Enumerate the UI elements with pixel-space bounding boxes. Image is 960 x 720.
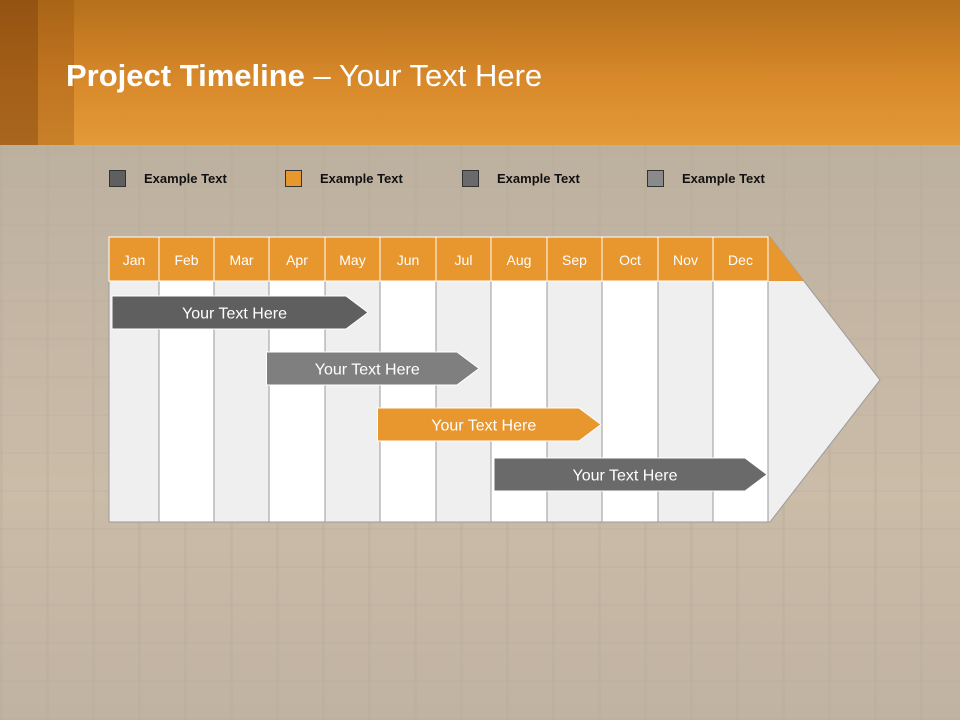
legend-swatch [109, 170, 126, 187]
legend-label: Example Text [144, 171, 227, 186]
month-label: May [339, 252, 365, 268]
month-label: Dec [728, 252, 753, 268]
month-label: Jun [397, 252, 420, 268]
header-stripe [38, 0, 74, 145]
legend-item: Example Text [647, 170, 765, 187]
task-bar-label: Your Text Here [315, 362, 420, 379]
task-bar-label: Your Text Here [182, 306, 287, 323]
title-bold: Project Timeline [66, 58, 305, 93]
task-bar [377, 407, 602, 442]
legend-label: Example Text [682, 171, 765, 186]
month-label: Oct [619, 252, 641, 268]
month-header: Jan Feb Mar Apr May Jun Jul Aug Sep Oct Nov Dec [108, 236, 804, 282]
month-column [379, 280, 437, 523]
month-label: Apr [286, 252, 308, 268]
task-bar [493, 457, 768, 492]
page-title: Project Timeline – Your Text Here [66, 58, 542, 94]
legend-item: Example Text [285, 170, 403, 187]
month-header-cell [712, 236, 769, 282]
month-band [109, 237, 804, 281]
legend-swatch [462, 170, 479, 187]
task-bar [111, 295, 369, 330]
legend-item: Example Text [109, 170, 227, 187]
month-label: Sep [562, 252, 587, 268]
month-label: Jul [455, 252, 473, 268]
header-stripe [0, 0, 38, 145]
task-bar [266, 351, 480, 386]
task-bar-label: Your Text Here [573, 468, 678, 485]
title-rest: – Your Text Here [304, 58, 543, 93]
task-bar-label: Your Text Here [431, 418, 536, 435]
legend-label: Example Text [497, 171, 580, 186]
month-label: Feb [174, 252, 198, 268]
legend-item: Example Text [462, 170, 580, 187]
legend-swatch [647, 170, 664, 187]
title-bar: Project Timeline – Your Text Here [0, 0, 960, 145]
legend-swatch [285, 170, 302, 187]
month-label: Nov [673, 252, 698, 268]
month-label: Aug [507, 252, 532, 268]
month-column [435, 280, 492, 523]
legend-label: Example Text [320, 171, 403, 186]
month-label: Mar [229, 252, 253, 268]
month-label: Jan [123, 252, 146, 268]
